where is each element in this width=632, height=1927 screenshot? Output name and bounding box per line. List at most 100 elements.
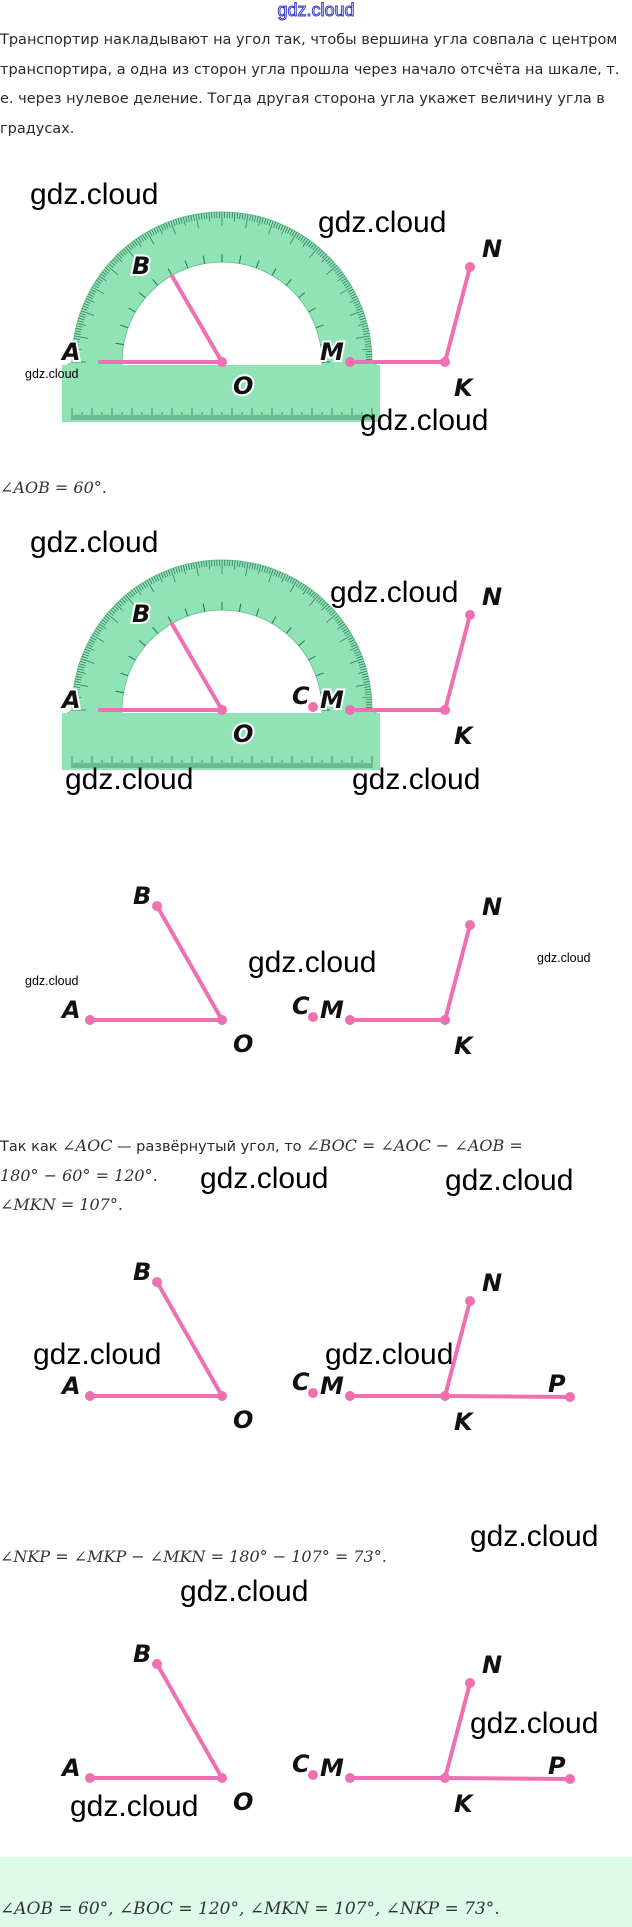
protractor-tick [335,617,341,622]
protractor-tick [121,598,126,604]
protractor-tick [80,310,95,316]
protractor-tick [170,220,176,235]
protractor-tick [200,561,203,568]
protractor-tick [155,227,160,233]
protractor-tick [77,320,84,323]
protractor-tick [140,584,144,590]
protractor-tick [353,300,360,304]
protractor-tick [358,315,365,318]
protractor-tick [233,560,236,570]
protractor-tick [108,263,114,268]
protractor-tick [131,589,136,596]
protractor-tick [108,611,114,616]
protractor-tick [236,560,239,567]
point-dot [308,702,318,712]
protractor-tick [236,212,239,219]
protractor-tick [208,212,211,222]
protractor-tick [153,576,157,582]
protractor-tick [310,591,315,597]
point-dot [345,1773,355,1783]
protractor-tick [306,588,311,594]
protractor-tick [163,571,167,578]
protractor-tick [184,608,189,617]
protractor-tick [355,683,370,687]
protractor-tick [316,596,321,602]
protractor-tick [128,655,136,661]
formula-boc: ∠BOC = ∠AOC − ∠AOB = [306,1136,523,1155]
protractor-tick [328,609,334,614]
protractor-tick [203,213,205,220]
protractor-tick [341,625,347,630]
protractor-tick [312,245,317,251]
point-label-m: M [320,1372,344,1400]
protractor-tick [320,342,329,346]
point-dot [217,357,227,367]
protractor-tick [74,335,89,339]
protractor-tick [277,223,281,230]
protractor-tick [73,688,80,691]
protractor-tick [113,605,119,611]
protractor-tick [74,683,89,687]
watermark: gdz.cloud [180,1575,309,1608]
protractor-tick [135,238,142,247]
watermark: gdz.cloud [30,526,159,559]
protractor-tick [349,310,364,316]
point-dot [308,1012,318,1022]
protractor-tick [266,219,269,226]
protractor-tick [129,243,134,249]
protractor-tick [72,345,79,348]
protractor-tick [261,565,264,572]
protractor-tick [119,600,125,605]
protractor-tick [98,275,107,282]
watermark: gdz.cloud [25,974,79,988]
protractor-tick [208,560,211,570]
protractor-tick [289,229,293,236]
protractor-tick [364,343,371,345]
protractor-tick [339,634,353,643]
watermark: gdz.cloud [33,1338,162,1371]
point-dot [345,1015,355,1025]
protractor-tick [75,330,82,333]
protractor-tick [281,573,286,583]
protractor-tick [72,348,82,351]
point-dot [440,357,450,367]
protractor-tick [140,236,144,242]
protractor-tick [184,260,189,269]
point-label-b: B [132,600,150,628]
point-label-n: N [482,893,502,921]
protractor-tick [362,675,369,678]
protractor-tick [103,617,109,622]
point-label-a: A [60,996,81,1024]
protractor-tick [285,626,292,634]
watermark: gdz.cloud [30,178,159,211]
protractor-tick [93,632,99,637]
protractor-tick [153,228,157,234]
protractor-tick [321,603,329,611]
angle-aoc: ∠AOC [62,1136,113,1155]
segment [443,1681,472,1780]
protractor-tick [158,225,163,235]
protractor-tick [144,233,149,239]
protractor-tick [77,670,86,674]
point-dot [85,1773,95,1783]
point-dot [465,610,475,620]
protractor-tick [338,621,344,626]
protractor-tick [284,575,289,581]
protractor-tick [155,575,160,581]
protractor-tick [160,224,164,231]
protractor-tick [89,639,96,643]
protractor-tick [349,646,359,651]
protractor-tick [321,255,329,263]
protractor-tick [362,696,372,699]
protractor-tick [360,668,367,671]
protractor-tick [115,342,124,346]
protractor-tick [105,267,111,272]
point-label-n: N [482,583,502,611]
protractor-tick [308,589,313,596]
protractor-tick [137,585,142,591]
protractor-tick [302,237,307,243]
watermark: gdz.cloud [325,1338,454,1371]
protractor-tick [316,248,321,254]
protractor-tick [281,225,286,235]
protractor-tick [364,340,371,343]
